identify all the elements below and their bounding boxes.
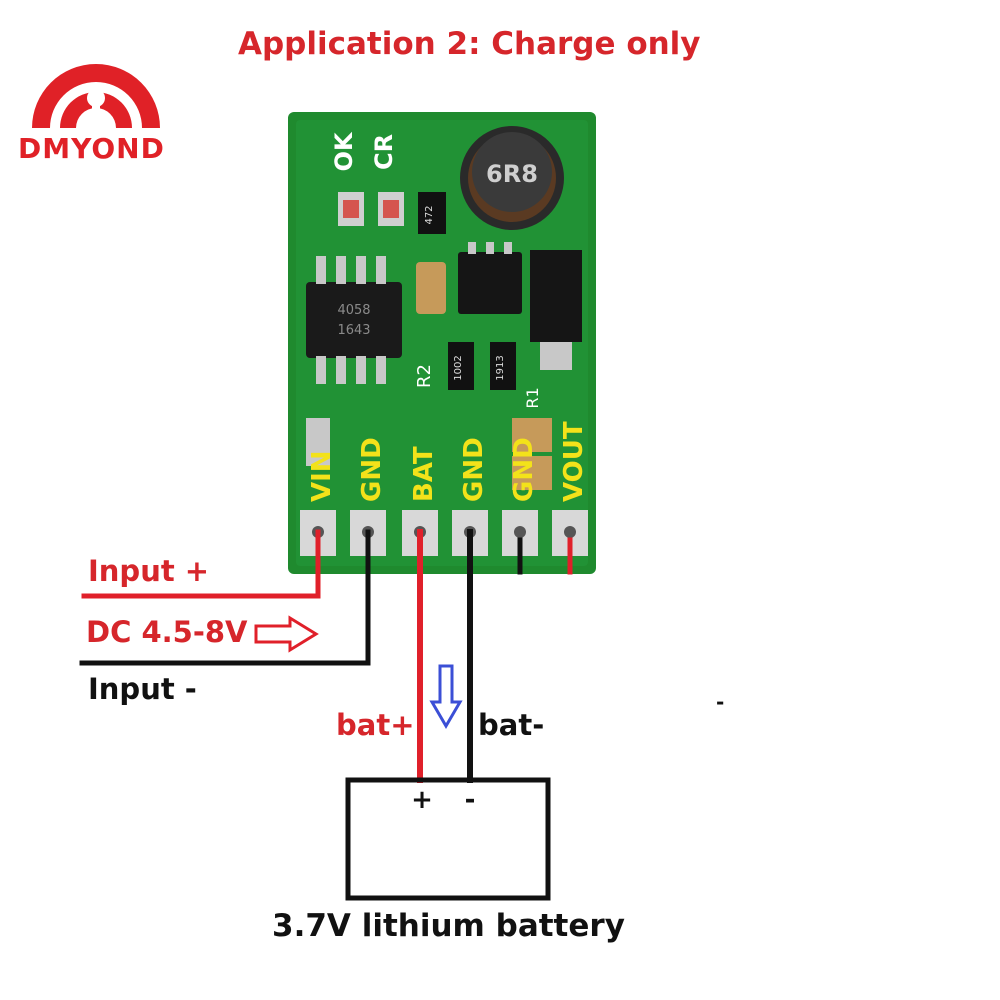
led-ok-label: OK [330,131,358,171]
pcb-board: 6R8 OK CR 472 4058 1643 [288,112,596,574]
right-arrow-icon [254,615,319,653]
battery-minus-terminal: - [465,785,476,815]
pin-label-gnd-3: GND [509,437,539,502]
pin-label-vin: VIN [307,450,337,502]
inductor-icon: 6R8 [460,126,564,230]
wire-input-plus [81,529,321,599]
resistor-472-label: 472 [424,205,435,224]
pin-label-vout: VOUT [559,421,589,502]
battery-caption: 3.7V lithium battery [272,908,625,944]
stray-mark: - [716,690,725,714]
capacitor [416,262,446,314]
resistor-1002 [448,342,474,390]
wire-input-minus [79,529,371,666]
resistor-472 [418,192,446,234]
resistor-1913-label: 1913 [495,355,506,380]
resistor-1002-label: 1002 [453,355,464,380]
pin-label-gnd-1: GND [357,437,387,502]
bat-plus-label: bat+ [336,708,415,742]
ic-marking-bottom: 1643 [337,323,370,338]
page-title: Application 2: Charge only [238,26,701,62]
logo-text: DMYOND [18,132,165,165]
inductor-marking: 6R8 [486,160,538,188]
battery-plus-terminal: + [411,785,433,815]
mosfet [458,252,522,314]
dmyond-logo-icon [32,64,160,128]
pin-label-bat: BAT [409,446,439,502]
input-minus-label: Input - [88,672,197,706]
down-arrow-icon [429,664,463,729]
battery-box [345,777,551,901]
pin-labels: VIN GND BAT GND GND VOUT [307,421,589,502]
pin-label-gnd-2: GND [459,437,489,502]
silk-r1: R1 [523,387,542,408]
status-leds: OK CR [330,131,404,226]
led-cr-label: CR [370,134,398,170]
resistor-1913 [490,342,516,390]
silk-r2: R2 [414,364,435,388]
bat-minus-label: bat- [478,708,545,742]
input-plus-label: Input + [88,554,210,588]
input-voltage-label: DC 4.5-8V [86,615,248,649]
chip-icon: 4058 1643 [306,256,402,384]
diode [530,250,582,342]
ic-marking-top: 4058 [337,303,370,318]
wires [79,529,573,783]
